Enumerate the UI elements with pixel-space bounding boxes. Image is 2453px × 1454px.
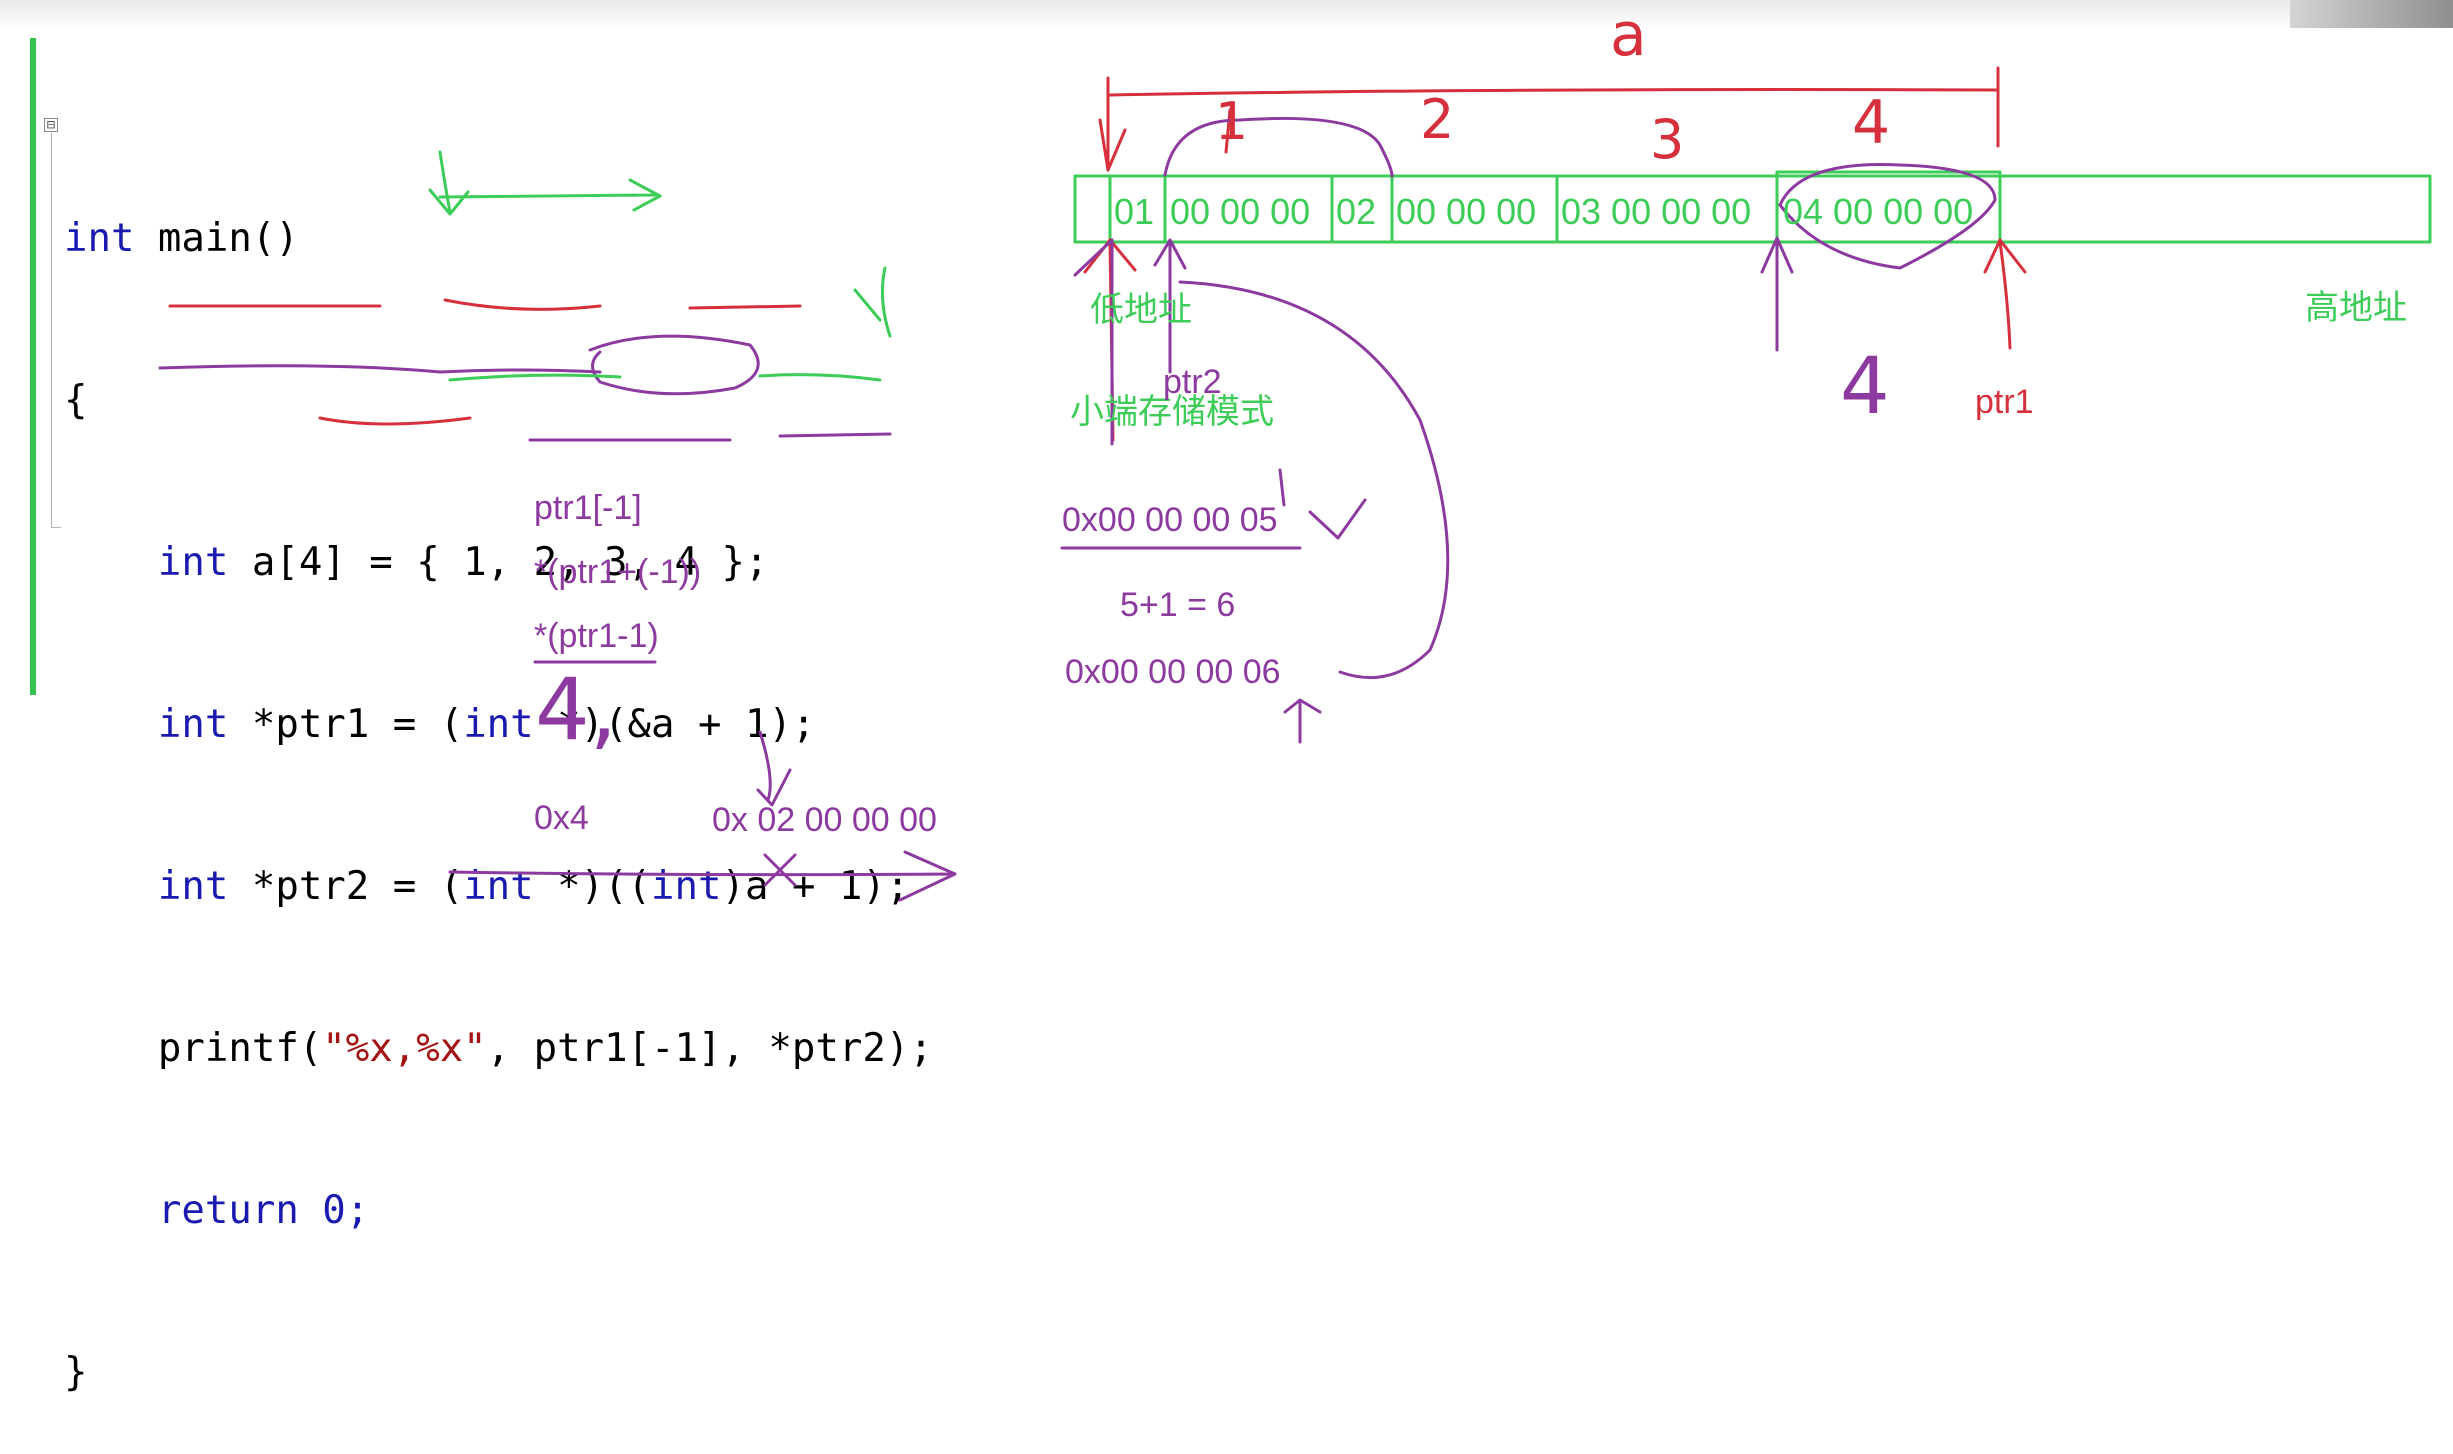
red-format-underline [318, 416, 472, 426]
code-text: { [64, 378, 88, 423]
memory-cell-00-b: 00 00 00 [1396, 191, 1537, 232]
code-string: "%x,%x" [322, 1026, 487, 1071]
code-text: *ptr2 = ( [228, 864, 464, 909]
index-mark-1: 1 [1215, 92, 1249, 152]
code-text: *ptr1 = ( [228, 702, 464, 747]
purple-low-arrow [1073, 238, 1114, 446]
green-check-annotation [853, 266, 892, 338]
ptr1-label: ptr1 [1975, 383, 2034, 421]
step1-label: ptr1[-1] [534, 489, 642, 527]
purple-byte-marker [756, 730, 797, 887]
annotation-layer [158, 66, 2432, 902]
purple-timeline-arrow [448, 850, 957, 902]
element4-loop [1778, 163, 1997, 270]
code-line-8: } [64, 1346, 933, 1400]
output-second: 0x 02 00 00 00 [712, 801, 937, 839]
code-line-1: int main() [64, 212, 933, 266]
code-keyword: int [64, 216, 135, 261]
handwritten-four: 4 [1840, 342, 1890, 432]
code-keyword: int [157, 540, 229, 585]
element-divider [1224, 108, 1232, 154]
red-underline-annotation [168, 298, 802, 311]
memory-cell-02: 02 [1336, 191, 1377, 232]
step3-label: *(ptr1-1) [534, 617, 659, 655]
fold-guide [51, 133, 52, 528]
editor-change-bar [30, 38, 36, 695]
index-mark-4: 4 [1852, 88, 1891, 158]
index-mark-3: 3 [1650, 108, 1685, 171]
index-mark-2: 2 [1420, 88, 1455, 151]
array-name-label: a [1610, 0, 1647, 70]
ptr2-label: ptr2 [1163, 363, 1222, 401]
memory-cell-highlight [1775, 170, 2002, 244]
value1-underline [1060, 468, 1302, 550]
code-line-6: printf("%x,%x", ptr1[-1], *ptr2); [64, 1022, 933, 1076]
array-start-arrow [1098, 118, 1127, 172]
value1-label: 0x00 00 00 05 [1062, 501, 1278, 539]
corner-widget[interactable] [2290, 0, 2453, 28]
code-text: main() [134, 216, 299, 261]
memory-cell-01: 01 [1114, 191, 1155, 232]
code-indent [64, 1026, 158, 1071]
memory-cell-04: 04 00 00 00 [1783, 191, 1974, 232]
step2-label: *(ptr1+(-1)) [534, 553, 702, 591]
code-keyword: int [463, 702, 534, 747]
code-line-3: int a[4] = { 1, 2, 3, 4 }; [64, 536, 933, 590]
code-keyword: return 0; [157, 1188, 370, 1233]
code-line-5: int *ptr2 = (int *)((int)a + 1); [64, 860, 933, 914]
memory-cell-dividers [1108, 174, 2002, 244]
window-top-bar [0, 0, 2453, 30]
element4-arrow [1760, 236, 1794, 352]
code-text: printf( [157, 1026, 323, 1071]
little-endian-label: 小端存储模式 [1070, 393, 1274, 431]
code-line-7: return 0; [64, 1184, 933, 1238]
green-arrow-annotation [428, 150, 662, 216]
code-keyword: int [157, 864, 229, 909]
value2-label: 0x00 00 00 06 [1065, 653, 1281, 691]
code-text: )a + 1); [721, 864, 910, 909]
value1-check [1308, 498, 1367, 540]
code-text: *)(( [533, 864, 652, 909]
code-line-2: { [64, 374, 933, 428]
calc-expression: 5+1 = 6 [1120, 586, 1236, 624]
high-address-label: 高地址 [2305, 289, 2407, 327]
code-indent [64, 1188, 158, 1233]
fold-toggle-icon[interactable]: ⊟ [44, 118, 58, 132]
reinterpret-loop [1178, 280, 1450, 680]
code-text: a[4] = { 1, 2, 3, 4 }; [228, 540, 769, 585]
low-address-label: 低地址 [1090, 291, 1192, 329]
memory-cell-03: 03 00 00 00 [1561, 191, 1752, 232]
code-keyword: int [651, 864, 722, 909]
code-line-4: int *ptr1 = (int *)(&a + 1); [64, 698, 933, 752]
array-bracket [1106, 66, 2000, 172]
code-text: *)(&a + 1); [533, 702, 816, 747]
purple-args-underline [528, 432, 892, 442]
int-grouping-loop [1163, 116, 1394, 178]
memory-cell-00-a: 00 00 00 [1170, 191, 1311, 232]
fold-guide-end [51, 527, 61, 528]
code-keyword: int [157, 702, 229, 747]
ptr1-arrow [1983, 238, 2027, 350]
purple-circle-annotation [158, 334, 760, 396]
code-text: } [64, 1350, 88, 1395]
handwritten-result: 4, [535, 660, 618, 760]
value2-arrow [1283, 698, 1322, 744]
code-text: , ptr1[-1], *ptr2); [486, 1026, 933, 1071]
green-scribble-annotation [448, 373, 882, 382]
memory-row [1073, 174, 2432, 244]
ptr2-arrow [1153, 238, 1187, 374]
output-first: 0x4 [534, 799, 589, 837]
